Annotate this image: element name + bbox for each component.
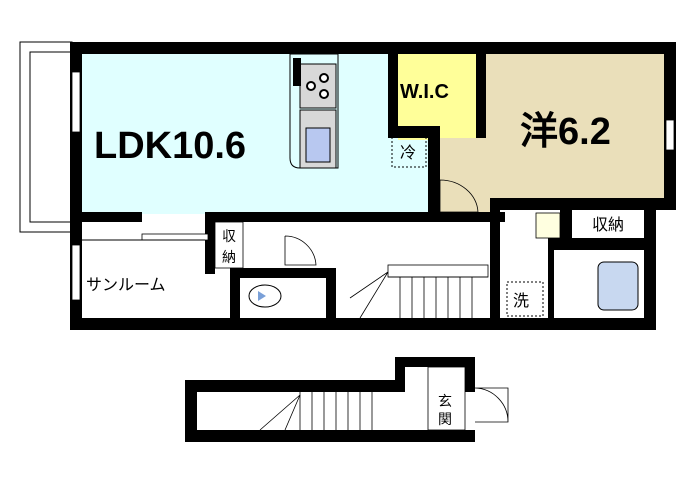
fridge-space: [391, 134, 427, 168]
window: [71, 71, 81, 133]
washer-label: 洗: [513, 291, 529, 310]
storage-left-label-1: 収: [222, 229, 236, 245]
balcony: [19, 41, 73, 233]
storage-left-label-2: 納: [222, 250, 236, 266]
storage-left: [214, 221, 244, 269]
western-room: [486, 54, 664, 200]
washer-space: [506, 281, 544, 317]
window: [665, 119, 675, 151]
door-arc: [284, 235, 317, 266]
wash-basin: [535, 212, 561, 239]
entrance-label-1: 玄: [438, 393, 452, 410]
window: [71, 244, 81, 301]
fridge-label: 冷: [400, 143, 416, 162]
ldk-label: LDK10.6: [94, 125, 246, 167]
entrance-block: [185, 357, 475, 442]
wic-room: [398, 54, 476, 140]
burner-icon: [306, 81, 316, 91]
wic-label: W.I.C: [400, 81, 449, 103]
ldk-room: [82, 54, 430, 214]
western-room-label: 洋6.2: [520, 111, 611, 153]
entrance-label-2: 関: [438, 412, 452, 428]
bathtub: [597, 261, 639, 311]
storage-right-label: 収納: [592, 215, 624, 234]
sunroom-label: サンルーム: [86, 275, 166, 294]
entrance-door-arc: [474, 387, 509, 423]
stairs: [349, 264, 489, 319]
stove: [299, 63, 337, 109]
